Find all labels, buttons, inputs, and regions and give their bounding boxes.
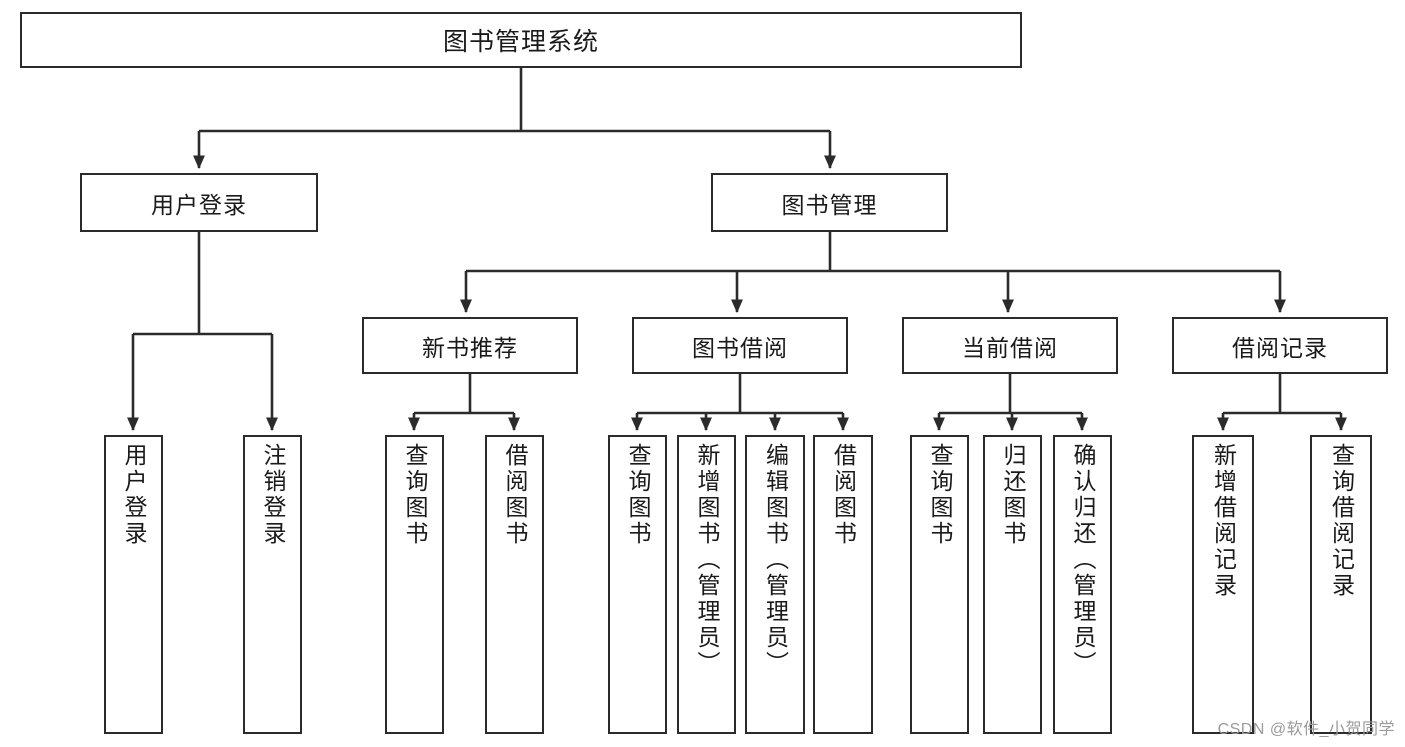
leaf-records-query-record-label: 查询借阅记录 [1328, 443, 1355, 599]
node-new-book-recommend-label: 新书推荐 [422, 334, 518, 361]
node-borrow-records[interactable]: 借阅记录 [1172, 317, 1388, 374]
node-book-management-label: 图书管理 [781, 191, 878, 218]
node-root[interactable]: 图书管理系统 [20, 12, 1022, 68]
leaf-current-return-book[interactable]: 归还图书 [983, 435, 1042, 734]
leaf-borrow-edit-book-admin-label: 编辑图书（管理员） [762, 443, 789, 677]
leaf-borrow-add-book-admin-label: 新增图书（管理员） [694, 443, 720, 677]
node-user-login[interactable]: 用户登录 [80, 173, 318, 232]
leaf-current-confirm-return-admin-label: 确认归还（管理员） [1070, 443, 1096, 677]
node-book-management[interactable]: 图书管理 [711, 173, 948, 232]
leaf-user-login[interactable]: 用户登录 [104, 435, 163, 734]
leaf-user-login-label: 用户登录 [121, 443, 147, 547]
leaf-newbook-borrow-book[interactable]: 借阅图书 [485, 435, 544, 734]
node-borrow-records-label: 借阅记录 [1232, 334, 1328, 361]
leaf-current-query-book[interactable]: 查询图书 [910, 435, 969, 734]
leaf-borrow-lend-book[interactable]: 借阅图书 [813, 435, 873, 734]
leaf-borrow-add-book-admin[interactable]: 新增图书（管理员） [677, 435, 736, 734]
leaf-newbook-query-book[interactable]: 查询图书 [385, 435, 444, 734]
node-user-login-label: 用户登录 [151, 191, 247, 218]
leaf-borrow-lend-book-label: 借阅图书 [830, 443, 857, 547]
node-root-label: 图书管理系统 [442, 28, 599, 56]
node-book-borrow-label: 图书借阅 [692, 334, 788, 361]
leaf-records-add-record[interactable]: 新增借阅记录 [1192, 435, 1254, 734]
node-current-borrow-label: 当前借阅 [962, 334, 1058, 361]
node-book-borrow[interactable]: 图书借阅 [632, 317, 848, 374]
node-current-borrow[interactable]: 当前借阅 [902, 317, 1118, 374]
leaf-current-confirm-return-admin[interactable]: 确认归还（管理员） [1053, 435, 1112, 734]
node-new-book-recommend[interactable]: 新书推荐 [362, 317, 578, 374]
leaf-current-return-book-label: 归还图书 [1000, 443, 1026, 547]
leaf-borrow-edit-book-admin[interactable]: 编辑图书（管理员） [745, 435, 805, 734]
leaf-user-logout-label: 注销登录 [260, 443, 286, 547]
csdn-watermark: CSDN @软件_小贺同学 [1217, 721, 1395, 738]
leaf-records-add-record-label: 新增借阅记录 [1210, 443, 1237, 599]
leaf-current-query-book-label: 查询图书 [927, 443, 953, 547]
leaf-borrow-query-book[interactable]: 查询图书 [608, 435, 667, 734]
leaf-newbook-borrow-book-label: 借阅图书 [502, 443, 528, 547]
leaf-records-query-record[interactable]: 查询借阅记录 [1310, 435, 1372, 734]
leaf-borrow-query-book-label: 查询图书 [625, 443, 651, 547]
leaf-newbook-query-book-label: 查询图书 [402, 443, 428, 547]
leaf-user-logout[interactable]: 注销登录 [243, 435, 302, 734]
